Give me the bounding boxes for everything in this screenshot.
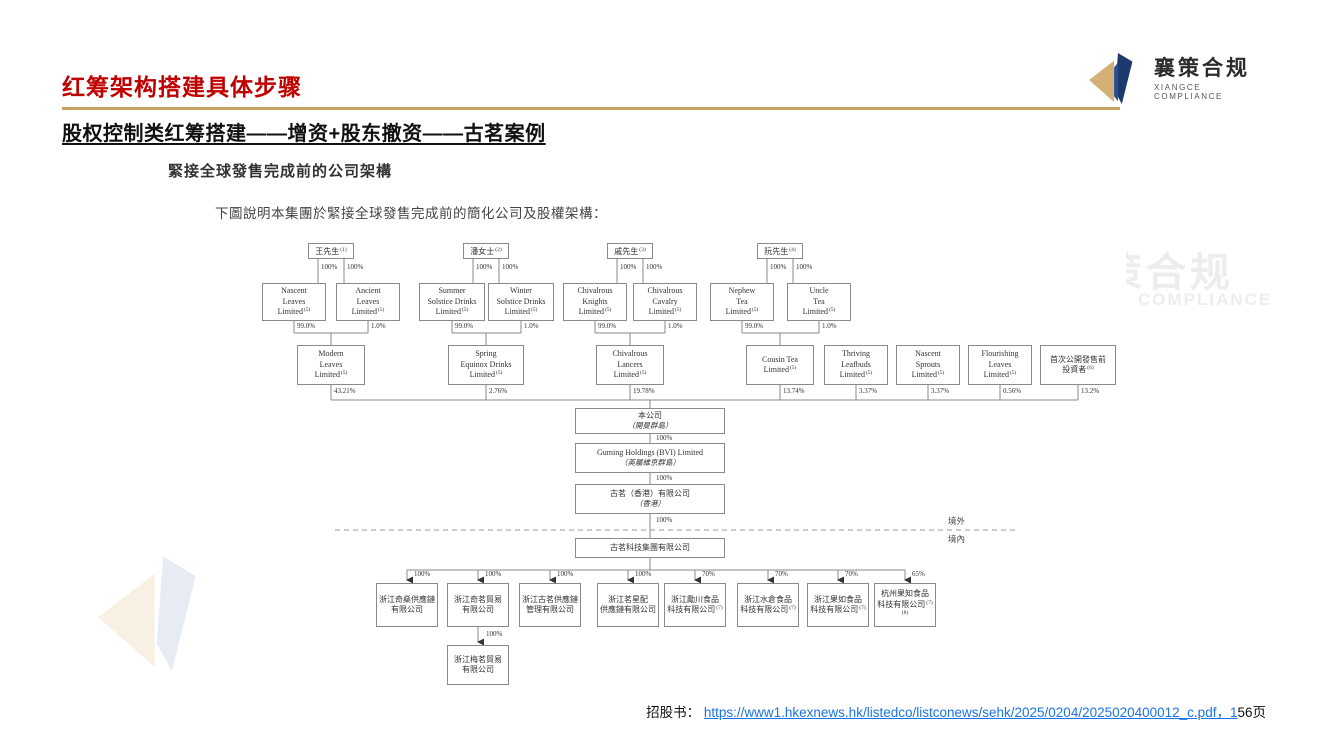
pct-label: 70%	[845, 570, 858, 578]
footer-page-ref: 56页	[1237, 705, 1266, 720]
footer-source-label: 招股书：	[646, 705, 701, 720]
node-chivalrous-lancers: Chivalrous Lancers Limited(5)	[596, 345, 664, 385]
node-guming-hk: 古茗（香港）有限公司（香港）	[575, 484, 725, 514]
pct-label: 99.0%	[455, 322, 474, 330]
node-chivalrous-knights: Chivalrous Knights Limited(5)	[563, 283, 627, 321]
pct-label: 100%	[502, 263, 519, 271]
pct-label: 100%	[486, 630, 503, 638]
node-sub-mingxingpei: 浙江茗星配 供應鏈有限公司	[597, 583, 659, 627]
pct-label: 100%	[414, 570, 431, 578]
prospectus-link[interactable]: https://www1.hkexnews.hk/listedco/listco…	[703, 705, 1238, 720]
pct-label: 100%	[656, 474, 673, 482]
node-sub-guozhi: 杭州果知食品 科技有限公司(7)(8)	[874, 583, 936, 627]
node-sub-meiming: 浙江梅茗貿易 有限公司	[447, 645, 509, 685]
watermark-en: COMPLIANCE	[1138, 290, 1273, 309]
pct-label: 99.0%	[598, 322, 617, 330]
pct-label: 1.0%	[524, 322, 539, 330]
node-mr-wang: 王先生(1)	[308, 243, 354, 259]
section-heading: 緊接全球發售完成前的公司架構	[168, 164, 393, 180]
pct-label: 13.2%	[1081, 387, 1100, 395]
logo-name: 襄策合规	[1154, 57, 1250, 81]
node-sub-guming-scm: 浙江古茗供應鏈 管理有限公司	[519, 583, 581, 627]
company-logo: 襄策合规 XIANGCE COMPLIANCE	[1088, 50, 1268, 108]
node-chivalrous-cavalry: Chivalrous Cavalry Limited(5)	[633, 283, 697, 321]
pct-label: 99.0%	[745, 322, 764, 330]
node-nascent-sprouts: Nascent Sprouts Limited(5)	[896, 345, 960, 385]
node-modern-leaves: Modern Leaves Limited(5)	[297, 345, 365, 385]
pct-label: 3.37%	[859, 387, 878, 395]
pct-label: 1.0%	[822, 322, 837, 330]
logo-tagline: XIANGCE COMPLIANCE	[1154, 82, 1223, 101]
node-cousin-tea: Cousin Tea Limited(5)	[746, 345, 814, 385]
node-sub-lichuan: 浙江勵川食品 科技有限公司(7)	[664, 583, 726, 627]
node-nephew-tea: Nephew Tea Limited(5)	[710, 283, 774, 321]
pct-label: 0.56%	[1003, 387, 1022, 395]
gold-divider	[62, 107, 1120, 110]
node-sub-qiming: 浙江奇茗貿易 有限公司	[447, 583, 509, 627]
pct-label: 100%	[770, 263, 787, 271]
pct-label: 1.0%	[371, 322, 386, 330]
page-title: 红筹架构搭建具体步骤	[62, 74, 302, 100]
node-ms-pan: 潘女士(2)	[463, 243, 509, 259]
node-mr-qi: 戚先生(3)	[607, 243, 653, 259]
logo-mark-icon	[1089, 52, 1133, 105]
pct-label: 65%	[912, 570, 925, 578]
pct-label: 100%	[347, 263, 364, 271]
node-mr-ruan: 阮先生(4)	[757, 243, 803, 259]
onshore-label: 境內	[948, 534, 966, 544]
node-guming-tech-group: 古茗科技集團有限公司	[575, 538, 725, 558]
node-winter-solstice: Winter Solstice Drinks Limited(5)	[488, 283, 554, 321]
footer-source: 招股书： https://www1.hkexnews.hk/listedco/l…	[400, 701, 1266, 721]
pct-label: 3.37%	[931, 387, 950, 395]
node-summer-solstice: Summer Solstice Drinks Limited(5)	[419, 283, 485, 321]
node-nascent-leaves: Nascent Leaves Limited(5)	[262, 283, 326, 321]
node-sub-qishen: 浙江奇燊供應鏈 有限公司	[376, 583, 438, 627]
node-guming-bvi: Guming Holdings (BVI) Limited（英屬維京群島）	[575, 443, 725, 473]
pct-label: 100%	[476, 263, 493, 271]
pct-label: 100%	[646, 263, 663, 271]
pct-label: 100%	[485, 570, 502, 578]
pct-label: 100%	[635, 570, 652, 578]
node-spring-equinox: Spring Equinox Drinks Limited(5)	[448, 345, 524, 385]
pct-label: 1.0%	[668, 322, 683, 330]
page-subtitle: 股权控制类红筹搭建——增资+股东撤资——古茗案例	[62, 123, 546, 145]
pct-label: 99.0%	[297, 322, 316, 330]
pct-label: 43.21%	[334, 387, 356, 395]
node-thriving-leafbuds: Thriving Leafbuds Limited(5)	[824, 345, 888, 385]
section-intro: 下圖說明本集團於緊接全球發售完成前的簡化公司及股權架構：	[215, 206, 607, 221]
pct-label: 13.74%	[783, 387, 805, 395]
pct-label: 19.78%	[633, 387, 655, 395]
pct-label: 70%	[775, 570, 788, 578]
watermark-logo-icon	[98, 556, 196, 672]
pct-label: 100%	[796, 263, 813, 271]
offshore-label: 境外	[948, 516, 966, 526]
pct-label: 100%	[557, 570, 574, 578]
watermark-cn: 策合规	[1126, 251, 1234, 292]
node-sub-guoru: 浙江果如食品 科技有限公司(7)	[807, 583, 869, 627]
node-ancient-leaves: Ancient Leaves Limited(5)	[336, 283, 400, 321]
pct-label: 2.76%	[489, 387, 508, 395]
pct-label: 100%	[321, 263, 338, 271]
node-pre-ipo-investors: 首次公開發售前 投資者(6)	[1040, 345, 1116, 385]
pct-label: 70%	[702, 570, 715, 578]
node-the-company: 本公司（開曼群島）	[575, 408, 725, 434]
node-flourishing-leaves: Flourishing Leaves Limited(5)	[968, 345, 1032, 385]
node-sub-shuicang: 浙江水倉食品 科技有限公司(7)	[737, 583, 799, 627]
pct-label: 100%	[656, 516, 673, 524]
logo-text: 襄策合规 XIANGCE COMPLIANCE	[1154, 57, 1268, 100]
pct-label: 100%	[620, 263, 637, 271]
pct-label: 100%	[656, 434, 673, 442]
node-uncle-tea: Uncle Tea Limited(5)	[787, 283, 851, 321]
